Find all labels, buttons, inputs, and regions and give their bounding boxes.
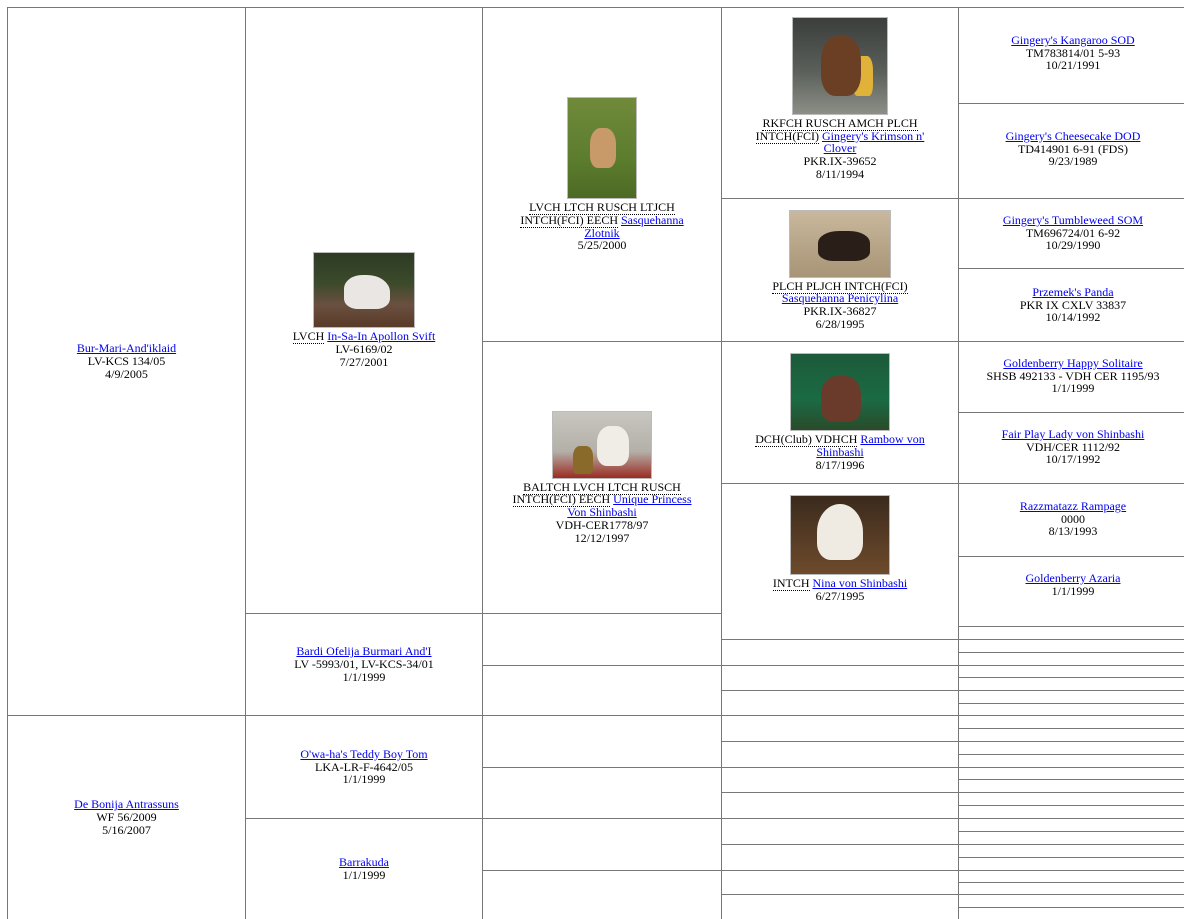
registration-number: TM696724/01 6-92 [1025, 225, 1121, 240]
pedigree-cell-empty [482, 818, 721, 870]
pedigree-cell-gen4: DCH(Club) VDHCH Rambow von Shinbashi 8/1… [721, 341, 958, 483]
pedigree-cell-empty [482, 613, 721, 665]
dog-link[interactable]: Sasquehanna Penicylina [781, 291, 899, 306]
title-abbreviations: INTCH [772, 575, 810, 591]
dog-link[interactable]: Razzmatazz Rampage [1019, 499, 1127, 513]
pedigree-cell-gen5: Razzmatazz Rampage 0000 8/13/1993 [958, 483, 1184, 556]
registration-number: PKR.IX-39652 [803, 154, 877, 169]
birth-date: 10/17/1992 [1045, 452, 1101, 467]
pedigree-cell-gen4: PLCH PLJCH INTCH(FCI) Sasquehanna Penicy… [721, 198, 958, 341]
dog-link[interactable]: Fair Play Lady von Shinbashi [1001, 427, 1145, 441]
registration-number: LKA-LR-F-4642/05 [315, 759, 413, 774]
title-abbreviations: PLCH PLJCH INTCH(FCI) [772, 278, 908, 294]
pedigree-cell-gen4: INTCH Nina von Shinbashi 6/27/1995 [721, 483, 958, 613]
pedigree-cell-empty [482, 870, 721, 919]
title-abbreviations: RKFCH RUSCH AMCH PLCH INTCH(FCI) [755, 116, 918, 144]
registration-number: VDH-CER1778/97 [555, 517, 649, 532]
dog-link[interactable]: Nina von Shinbashi [812, 575, 908, 590]
birth-date: 6/27/1995 [815, 588, 865, 603]
registration-number: WF 56/2009 [96, 810, 157, 825]
pedigree-cell-gen3: LVCH LTCH RUSCH LTJCH INTCH(FCI) EECH Sa… [482, 7, 721, 341]
title-abbreviations: DCH(Club) VDHCH [755, 432, 858, 448]
birth-date: 5/25/2000 [577, 238, 627, 253]
pedigree-cell-gen5: Gingery's Kangaroo SOD TM783814/01 5-93 … [958, 7, 1184, 103]
pedigree-cell-gen5: Fair Play Lady von Shinbashi VDH/CER 111… [958, 412, 1184, 483]
dog-link[interactable]: Gingery's Cheesecake DOD [1005, 129, 1141, 143]
dog-link[interactable]: Bur-Mari-And'iklaid [76, 341, 177, 356]
registration-number: LV-6169/02 [335, 342, 393, 357]
birth-date: 10/21/1991 [1045, 58, 1101, 73]
pedigree-cell-gen2: Bardi Ofelija Burmari And'I LV -5993/01,… [245, 613, 482, 715]
birth-date: 1/1/1999 [342, 868, 386, 882]
dog-photo[interactable] [790, 494, 890, 575]
pedigree-cell-gen4: RKFCH RUSCH AMCH PLCH INTCH(FCI) Gingery… [721, 7, 958, 198]
pedigree-cell-gen5: Goldenberry Azaria 1/1/1999 [958, 556, 1184, 613]
registration-number: SHSB 492133 - VDH CER 1195/93 [986, 368, 1160, 383]
dog-link[interactable]: Unique Princess Von Shinbashi [567, 492, 692, 520]
birth-date: 1/1/1999 [1051, 381, 1095, 396]
pedigree-cell-gen2: Barrakuda 1/1/1999 [245, 818, 482, 919]
dog-link[interactable]: Przemek's Panda [1032, 285, 1114, 299]
birth-date: 8/17/1996 [815, 457, 865, 472]
birth-date: 8/11/1994 [815, 166, 865, 181]
dog-link[interactable]: Gingery's Krimson n' Clover [822, 128, 925, 156]
dog-photo[interactable] [789, 209, 891, 278]
pedigree-cell-gen5: Goldenberry Happy Solitaire SHSB 492133 … [958, 341, 1184, 412]
dog-photo[interactable] [552, 410, 652, 479]
dog-link[interactable]: Bardi Ofelija Burmari And'I [296, 644, 432, 659]
registration-number: TD414901 6-91 (FDS) [1018, 141, 1128, 156]
pedigree-cell-gen5: Gingery's Tumbleweed SOM TM696724/01 6-9… [958, 198, 1184, 268]
registration-number: VDH/CER 1112/92 [1025, 439, 1121, 454]
registration-number: PKR IX CXLV 33837 [1019, 297, 1127, 312]
pedigree-cell-sire: Bur-Mari-And'iklaid LV-KCS 134/05 4/9/20… [7, 7, 245, 715]
dog-link[interactable]: Gingery's Kangaroo SOD [1011, 33, 1135, 47]
registration-number: 0000 [1061, 511, 1085, 526]
birth-date: 1/1/1999 [342, 772, 386, 787]
dog-link[interactable]: De Bonija Antrassuns [74, 797, 179, 812]
birth-date: 4/9/2005 [105, 366, 148, 381]
birth-date: 7/27/2001 [339, 354, 389, 369]
dog-link[interactable]: Goldenberry Happy Solitaire [1003, 356, 1143, 370]
birth-date: 10/29/1990 [1045, 238, 1101, 253]
title-abbreviations: LVCH [292, 329, 325, 345]
registration-number: LV -5993/01, LV-KCS-34/01 [294, 657, 434, 672]
birth-date: 9/23/1989 [1048, 154, 1098, 169]
pedigree-cell-gen2: LVCH In-Sa-In Apollon Svift LV-6169/02 7… [245, 7, 482, 613]
birth-date: 12/12/1997 [574, 530, 630, 545]
dog-link[interactable]: Rambow von Shinbashi [816, 432, 925, 460]
pedigree-cell-gen3: BALTCH LVCH LTCH RUSCH INTCH(FCI) EECH U… [482, 341, 721, 613]
pedigree-cell-empty [482, 767, 721, 818]
birth-date: 6/28/1995 [815, 316, 865, 331]
birth-date: 1/1/1999 [342, 669, 386, 684]
pedigree-cell-gen2: O'wa-ha's Teddy Boy Tom LKA-LR-F-4642/05… [245, 715, 482, 818]
registration-number: LV-KCS 134/05 [87, 354, 166, 369]
registration-number: TM783814/01 5-93 [1025, 45, 1121, 60]
birth-date: 1/1/1999 [1051, 583, 1095, 598]
dog-link[interactable]: In-Sa-In Apollon Svift [327, 329, 436, 344]
pedigree-cell-empty [482, 715, 721, 767]
pedigree-cell-empty [482, 665, 721, 715]
title-abbreviations: BALTCH LVCH LTCH RUSCH INTCH(FCI) EECH [512, 479, 681, 508]
dog-link[interactable]: O'wa-ha's Teddy Boy Tom [300, 746, 428, 761]
dog-photo[interactable] [313, 252, 415, 329]
dog-photo[interactable] [790, 353, 890, 432]
dog-link[interactable]: Barrakuda [339, 855, 389, 870]
pedigree-cell-dam: De Bonija Antrassuns WF 56/2009 5/16/200… [7, 715, 245, 919]
dog-link[interactable]: Gingery's Tumbleweed SOM [1002, 213, 1144, 227]
registration-number: PKR.IX-36827 [803, 304, 877, 318]
dog-link[interactable]: Goldenberry Azaria [1025, 571, 1121, 585]
dog-link[interactable]: Sasquehanna Zlotnik [584, 212, 684, 240]
pedigree-cell-gen5: Gingery's Cheesecake DOD TD414901 6-91 (… [958, 103, 1184, 198]
birth-date: 8/13/1993 [1048, 524, 1098, 539]
title-abbreviations: LVCH LTCH RUSCH LTJCH INTCH(FCI) EECH [520, 200, 675, 228]
dog-photo[interactable] [792, 17, 888, 115]
birth-date: 10/14/1992 [1045, 310, 1101, 325]
pedigree-table: Bur-Mari-And'iklaid LV-KCS 134/05 4/9/20… [7, 7, 1184, 919]
dog-photo[interactable] [567, 97, 637, 200]
birth-date: 5/16/2007 [102, 822, 151, 837]
pedigree-cell-gen5: Przemek's Panda PKR IX CXLV 33837 10/14/… [958, 268, 1184, 341]
